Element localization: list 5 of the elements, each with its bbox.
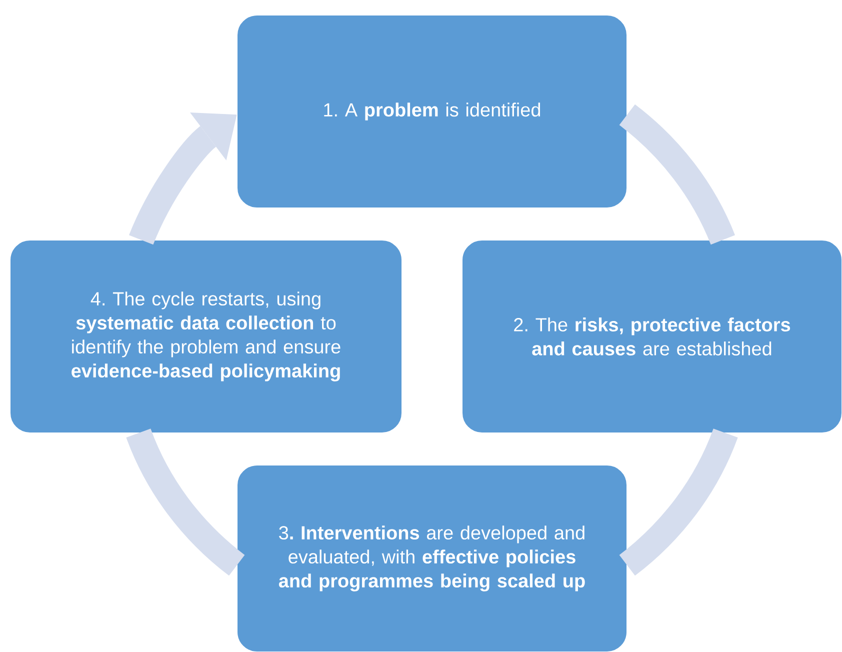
process-box: 1. A problem is identified: [236, 14, 628, 208]
cycle-arrow: [129, 112, 237, 245]
process-box: 4. The cycle restarts, using systematic data collection to identify the problem and ensure evidence-based policymaking: [10, 240, 402, 434]
process-box: 2. The risks, protective factors and causes are established: [462, 240, 842, 434]
process-box: 3. Interventions are developed and evaluated, with effective policies and programmes being scaled up: [236, 464, 628, 652]
